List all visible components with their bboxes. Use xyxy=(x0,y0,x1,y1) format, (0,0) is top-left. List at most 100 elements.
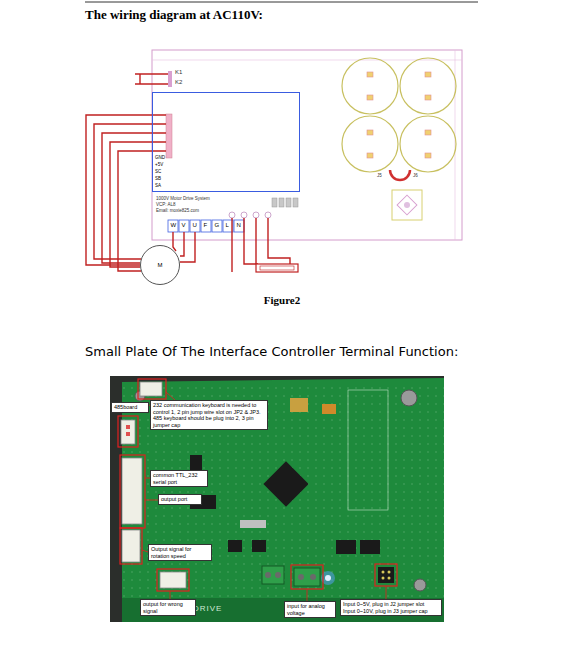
drawing-rect xyxy=(286,198,291,207)
drawing-rect xyxy=(122,382,444,604)
drawing-path xyxy=(173,232,176,251)
node-text: 485board xyxy=(114,404,146,411)
drawing-circle xyxy=(265,212,271,218)
drawing-rect xyxy=(272,198,277,207)
diagram-title: The wiring diagram at AC110V: xyxy=(85,8,263,23)
part-label: K1 xyxy=(175,69,182,76)
drawing-rect xyxy=(425,130,431,135)
drawing-circle xyxy=(404,202,410,208)
terminal-label: W xyxy=(171,222,177,229)
wire-connector xyxy=(86,115,166,265)
drawing-g xyxy=(272,198,298,207)
drawing-rect xyxy=(201,220,211,232)
drawing-rect xyxy=(252,540,266,552)
drawing-path xyxy=(244,218,258,264)
drawing-rect xyxy=(262,566,284,584)
drawing-path xyxy=(180,232,195,262)
drawing-polygon xyxy=(122,378,444,604)
terminal-label: U xyxy=(193,222,197,229)
drawing-circle xyxy=(388,577,391,580)
drawing-rect xyxy=(425,72,431,77)
drawing-rect xyxy=(367,153,373,158)
drawing-circle xyxy=(253,212,259,218)
drawing-rect xyxy=(240,520,266,528)
pin-label: GND xyxy=(155,154,299,161)
drawing-rect xyxy=(290,398,308,412)
drawing-rect xyxy=(367,95,373,100)
section-heading: Small Plate Of The Interface Controller … xyxy=(85,345,458,360)
drawing-rect xyxy=(425,95,431,100)
drawing-rect xyxy=(263,461,308,506)
drawing-g xyxy=(190,418,394,583)
node-text: 232 communication keyboard is needed to … xyxy=(153,402,265,428)
drawing-rect xyxy=(179,220,189,232)
drawing-rect xyxy=(294,568,320,586)
drawing-circle xyxy=(414,579,426,591)
drawing-line xyxy=(166,392,175,400)
drawing-circle xyxy=(382,577,385,580)
terminal-label: F xyxy=(204,222,208,229)
figure-caption: Figure2 xyxy=(264,294,300,307)
callout-box: output for wrong signal xyxy=(140,599,196,616)
drawing-g xyxy=(229,212,271,218)
drawing-circle xyxy=(400,58,456,114)
drawing-line xyxy=(170,591,171,599)
drawing-path xyxy=(255,218,256,264)
terminal-label: V xyxy=(182,222,186,229)
drawing-rect xyxy=(120,528,142,564)
drawing-rect xyxy=(110,376,444,622)
drawing-g xyxy=(342,58,456,172)
drawing-g xyxy=(382,571,391,580)
pin-label: +5V xyxy=(155,161,299,168)
callout-box: Output signal for rotation speed xyxy=(148,544,212,561)
drawing-line xyxy=(386,586,387,599)
drawing-circle xyxy=(400,116,456,172)
node-text: output for wrong signal xyxy=(143,601,193,614)
drawing-rect xyxy=(336,540,356,554)
drawing-circle xyxy=(342,58,398,114)
drawing-rect xyxy=(360,540,380,554)
part-label: Email: moxie825.com xyxy=(156,208,199,213)
part-label: J6 xyxy=(413,173,418,178)
drawing-g xyxy=(118,379,397,591)
node-text: output port xyxy=(161,496,199,503)
callout-box: input for analog voltage xyxy=(284,601,336,618)
drawing-g xyxy=(138,392,386,601)
drawing-rect xyxy=(367,72,373,77)
drawing-rect xyxy=(234,220,244,232)
drawing-path xyxy=(180,232,184,256)
node-text: Output signal for rotation speed xyxy=(151,546,209,559)
pin-label: SB xyxy=(155,175,299,182)
callout-box: 232 communication keyboard is needed to … xyxy=(150,400,268,430)
callout-box: output port xyxy=(158,494,202,505)
drawing-circle xyxy=(310,574,316,580)
drawing-circle xyxy=(342,116,398,172)
part-label: J5 xyxy=(377,173,382,178)
drawing-circle xyxy=(401,390,417,406)
drawing-rect xyxy=(126,432,130,436)
drawing-rect xyxy=(256,264,298,272)
drawing-rect xyxy=(120,455,145,528)
drawing-circle xyxy=(298,574,304,580)
drawing-g xyxy=(367,72,431,158)
drawing-rect xyxy=(228,540,242,552)
drawing-rect xyxy=(160,572,186,588)
terminal-label: G xyxy=(215,222,220,229)
node-text: Input 0~5V, plug in J2 jumper slot xyxy=(343,601,439,608)
drawing-rect xyxy=(425,153,431,158)
drawing-rect xyxy=(260,266,294,270)
drawing-line xyxy=(139,74,140,84)
drawing-circle xyxy=(388,571,391,574)
drawing-g xyxy=(126,425,130,436)
drawing-rect xyxy=(126,425,130,429)
drawing-rect xyxy=(293,198,298,207)
part-label: K2 xyxy=(175,79,182,86)
pin-label: SC xyxy=(155,168,299,175)
drawing-rect xyxy=(348,390,388,510)
drawing-rect xyxy=(138,379,166,399)
drawing-line xyxy=(307,589,308,601)
drawing-rect xyxy=(140,382,162,396)
drawing-rect xyxy=(279,198,284,207)
